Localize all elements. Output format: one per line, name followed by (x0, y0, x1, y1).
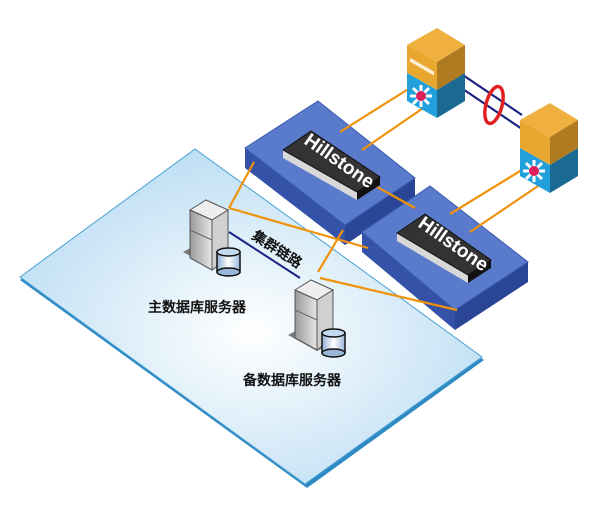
link-switch1-fw1-b (361, 101, 433, 151)
core-switch-1 (407, 28, 465, 118)
switch-icon (410, 85, 432, 107)
database-icon (321, 328, 346, 358)
switch-icon (523, 160, 545, 182)
link-dbbackup-fw2 (319, 276, 458, 312)
cluster-link (228, 231, 301, 279)
core-switch-2 (520, 103, 578, 193)
lan-floor-plane (19, 148, 484, 488)
aggregation-ring-icon (483, 84, 505, 126)
db-primary-label: 主数据库服务器 (148, 299, 247, 316)
link-dbprimary-fw2 (228, 206, 369, 250)
link-dbprimary-fw1 (228, 161, 255, 209)
db-backup-label: 备数据库服务器 (242, 372, 342, 389)
link-fw1-fw2 (369, 182, 416, 209)
link-switch2-fw2-b (469, 179, 548, 233)
network-links (228, 87, 548, 312)
link-switch1-fw1-a (339, 87, 411, 133)
db-primary-server (183, 199, 241, 277)
db-backup-server (288, 279, 346, 358)
database-icon (216, 247, 241, 277)
link-dbbackup-fw1 (317, 229, 344, 273)
link-switch2-fw2-a (449, 167, 526, 215)
